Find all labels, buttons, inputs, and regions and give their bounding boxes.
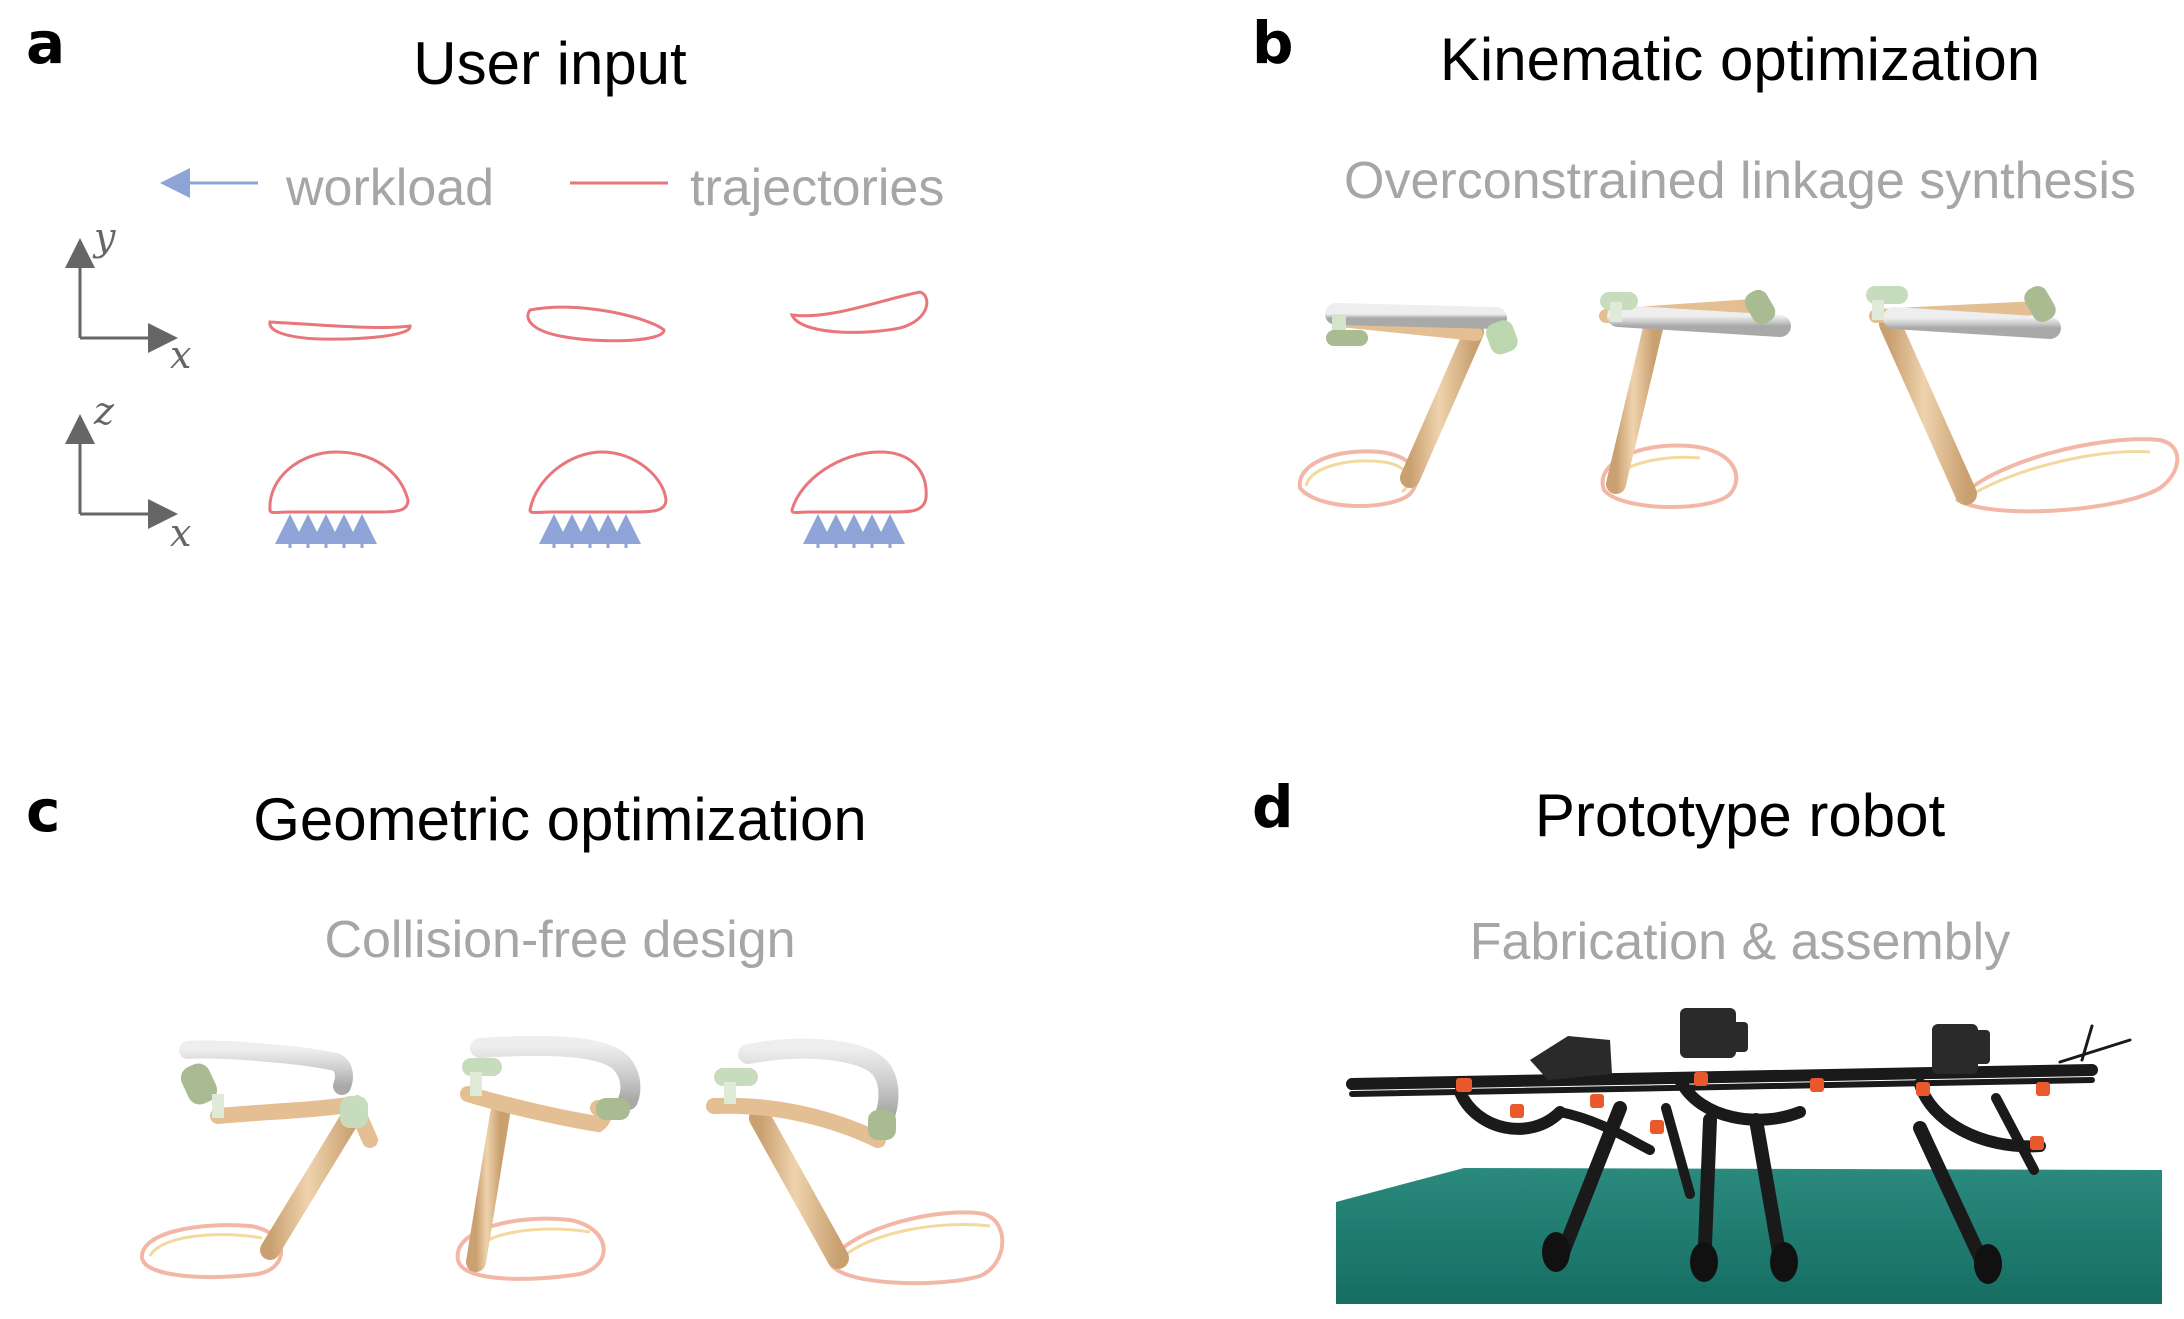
panel-c-title: Geometric optimization — [253, 786, 867, 853]
trajectory-top-1 — [268, 320, 412, 341]
trajectory-side-2 — [528, 450, 668, 514]
workload-arrows-3 — [803, 514, 905, 548]
trajectory-side-1 — [268, 450, 410, 514]
trajectory-top-3 — [789, 290, 929, 334]
linkage-c-3 — [706, 1038, 1005, 1286]
panel-a-title: User input — [413, 30, 687, 97]
panel-a-letter: a — [26, 9, 66, 77]
legend-workload-label: workload — [286, 159, 495, 217]
panel-b-letter: b — [1252, 9, 1294, 77]
linkage-b-1 — [1297, 303, 1518, 508]
robot-motors — [1530, 1008, 1990, 1080]
workload-arrows-1 — [275, 514, 377, 548]
panel-d-letter: d — [1252, 773, 1294, 841]
panel-c-subtitle: Collision-free design — [324, 911, 796, 969]
linkage-c-1 — [139, 1040, 378, 1279]
linkage-c-2 — [455, 1035, 641, 1281]
panel-d-title: Prototype robot — [1534, 782, 1946, 849]
robot-orange-joints — [1456, 1072, 2050, 1150]
axes-zx: z x — [65, 389, 191, 555]
panel-b-subtitle: Overconstrained linkage synthesis — [1344, 152, 2136, 210]
linkage-b-3 — [1866, 286, 2180, 514]
workload-arrows-2 — [539, 514, 641, 548]
trajectory-side-3 — [790, 450, 928, 514]
panel-d-subtitle: Fabrication & assembly — [1469, 913, 2011, 971]
robot-feet — [1542, 1232, 2002, 1284]
axis-label-x-bottom: x — [170, 511, 191, 555]
axis-label-y: y — [92, 215, 116, 259]
trajectory-top-2 — [526, 305, 666, 343]
green-table-surface — [1336, 1168, 2162, 1304]
linkage-b-2 — [1599, 289, 1791, 509]
axes-xy: y x — [65, 215, 191, 377]
panel-b-title: Kinematic optimization — [1439, 26, 2041, 93]
axis-label-x-top: x — [170, 333, 191, 377]
robot-photo — [1336, 1004, 2174, 1304]
axis-label-z: z — [93, 389, 115, 433]
legend-trajectories-label: trajectories — [690, 159, 945, 217]
panel-c-letter: c — [26, 777, 61, 845]
